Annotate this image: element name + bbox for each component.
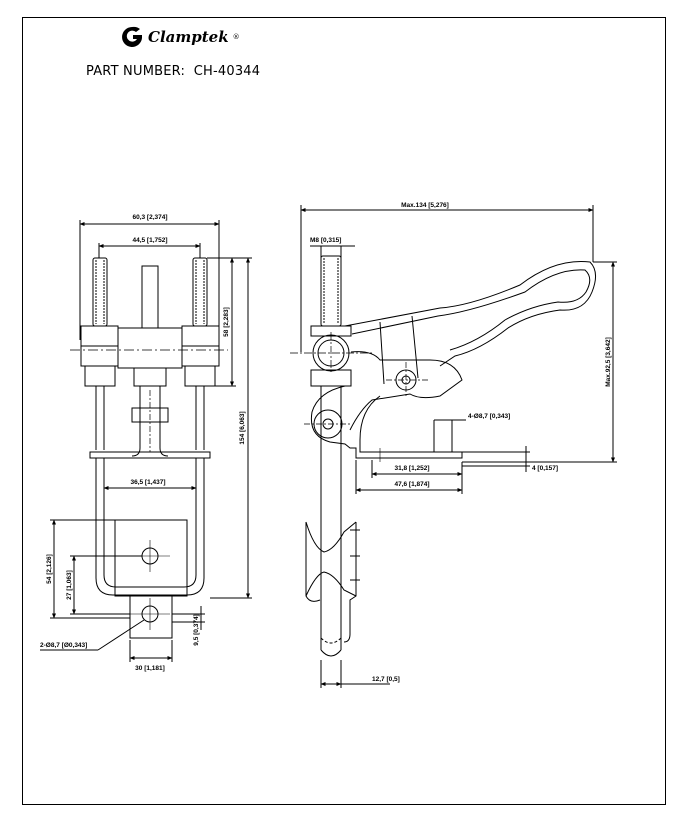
dim-front-holes: 2-Ø8,7 [Ø0,343]: [40, 642, 87, 649]
part-number-value: CH-40344: [193, 64, 261, 79]
side-view-labels: Max.134 [5,276] M8 [0,315] 4-Ø8,7 [0,343…: [310, 202, 612, 683]
dim-tab-offset: 9,5 [0,374]: [193, 614, 200, 645]
front-view-labels: 60,3 [2,374] 44,5 [1,752] 36,5 [1,437] 3…: [40, 214, 246, 672]
dim-base-width: 30 [1,181]: [135, 665, 165, 672]
dim-upper-height: 54 [2,126]: [46, 554, 53, 584]
part-number-label: PART NUMBER:: [86, 64, 186, 79]
dim-overall-length: Max.134 [5,276]: [401, 202, 449, 209]
dim-stud-length: 58 [2,283]: [223, 307, 230, 337]
front-view: [40, 220, 252, 662]
dim-inner-width: 36,5 [1,437]: [130, 479, 165, 486]
brand-logo: Clamptek®: [120, 26, 240, 48]
registered-mark: ®: [232, 33, 240, 41]
clamptek-logo-icon: [122, 26, 142, 47]
dim-lower-height: 27 [1,063]: [66, 570, 73, 600]
dim-thread: M8 [0,315]: [310, 237, 341, 244]
part-number-line: PART NUMBER: CH-40344: [86, 64, 260, 79]
drawing-sheet-border: [22, 17, 666, 805]
dim-thickness: 4 [0,157]: [532, 465, 558, 472]
dim-stud-spacing: 44,5 [1,752]: [132, 237, 167, 244]
dim-side-height: Max.92,5 [3,642]: [605, 337, 612, 387]
dim-overall-width: 60,3 [2,374]: [132, 214, 167, 221]
dim-total-height: 154 [6,063]: [239, 411, 246, 444]
brand-name: Clamptek: [148, 28, 229, 46]
dim-side-holes: 4-Ø8,7 [0,343]: [468, 413, 510, 420]
dim-flange-length: 47,6 [1,874]: [394, 481, 429, 488]
side-view: [290, 205, 617, 688]
dim-hole-pitch: 31,8 [1,252]: [394, 465, 429, 472]
dim-rod-diameter: 12,7 [0,5]: [372, 676, 400, 683]
